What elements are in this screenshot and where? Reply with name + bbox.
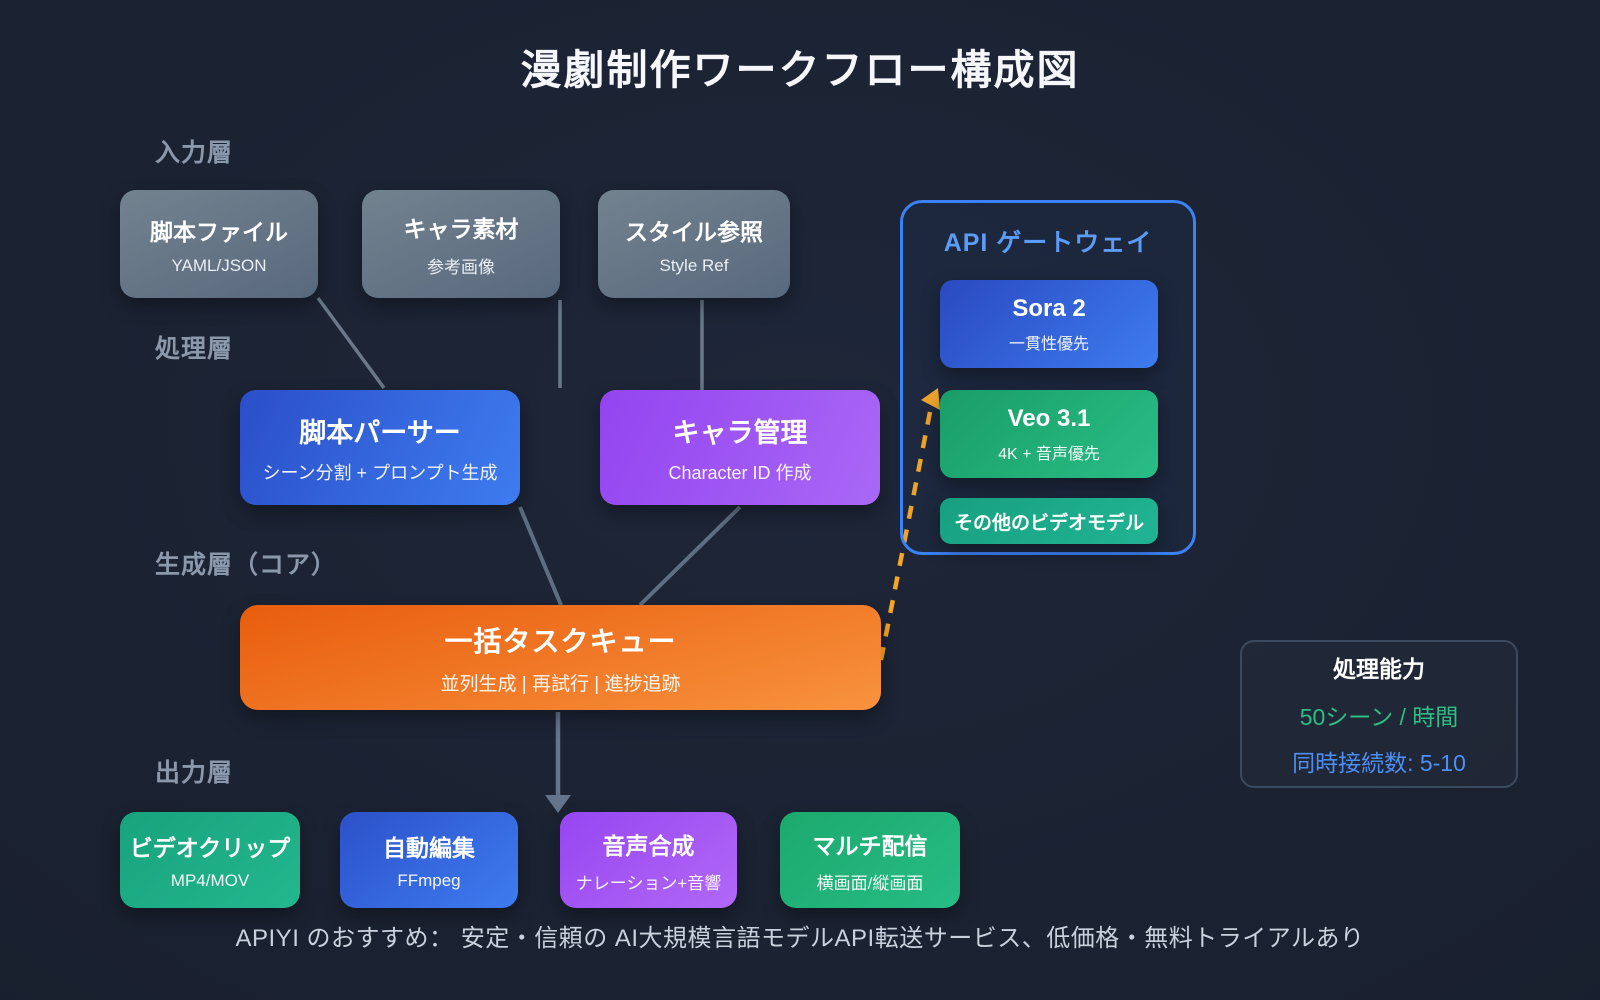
node-auto-edit: 自動編集 FFmpeg (340, 812, 518, 908)
node-subtitle: 参考画像 (427, 258, 495, 277)
node-model-other: その他のビデオモデル (940, 498, 1158, 544)
node-subtitle: ナレーション+音響 (575, 873, 722, 893)
model-name: Sora 2 (1012, 294, 1086, 322)
node-character-assets: キャラ素材 参考画像 (362, 190, 560, 298)
model-name: その他のビデオモデル (953, 512, 1144, 534)
node-subtitle: FFmpeg (397, 871, 461, 890)
node-subtitle: シーン分割 + プロンプト生成 (262, 462, 498, 483)
node-subtitle: YAML/JSON (171, 255, 267, 275)
model-subtitle: 一貫性優先 (1008, 335, 1089, 353)
arrow-down-icon (545, 795, 571, 813)
layer-label-generation: 生成層（コア） (155, 551, 338, 579)
node-title: 一括タスクキュー (444, 625, 677, 657)
node-title: 音声合成 (602, 832, 695, 859)
node-title: 脚本パーサー (299, 417, 461, 448)
node-task-queue: 一括タスクキュー 並列生成 | 再試行 | 進捗追跡 (240, 605, 881, 710)
node-title: 自動編集 (383, 835, 475, 861)
node-subtitle: MP4/MOV (170, 871, 250, 890)
node-subtitle: 並列生成 | 再試行 | 進捗追跡 (440, 673, 681, 695)
node-script-parser: 脚本パーサー シーン分割 + プロンプト生成 (240, 390, 520, 505)
capacity-throughput: 50シーン / 時間 (1299, 704, 1459, 730)
node-character-manager: キャラ管理 Character ID 作成 (600, 390, 880, 505)
capacity-title: 処理能力 (1333, 656, 1425, 682)
layer-label-processing: 処理層 (155, 335, 234, 363)
node-title: マルチ配信 (812, 832, 928, 859)
node-subtitle: Style Ref (659, 255, 729, 275)
node-subtitle: 横画面/縦画面 (816, 873, 924, 893)
node-subtitle: Character ID 作成 (668, 462, 812, 483)
capacity-panel: 処理能力 50シーン / 時間 同時接続数: 5-10 (1240, 640, 1518, 788)
node-title: スタイル参照 (625, 218, 763, 245)
node-multi-distribution: マルチ配信 横画面/縦画面 (780, 812, 960, 908)
page-title: 漫劇制作ワークフロー構成図 (520, 47, 1080, 93)
layer-label-output: 出力層 (155, 759, 234, 787)
connector-parser-to-queue (518, 506, 563, 606)
api-gateway-panel: API ゲートウェイ (900, 200, 1196, 555)
connector-script-to-parser (316, 296, 386, 390)
footer-note: APIYI のおすすめ： 安定・信頼の AI大規模言語モデルAPI転送サービス、… (235, 925, 1365, 952)
node-title: ビデオクリップ (129, 835, 291, 861)
node-style-reference: スタイル参照 Style Ref (598, 190, 790, 298)
node-voice-synthesis: 音声合成 ナレーション+音響 (560, 812, 737, 908)
node-title: キャラ素材 (403, 216, 519, 242)
node-model-veo31: Veo 3.1 4K + 音声優先 (940, 390, 1158, 478)
model-subtitle: 4K + 音声優先 (998, 445, 1100, 463)
node-title: 脚本ファイル (150, 218, 288, 245)
node-title: キャラ管理 (672, 417, 808, 448)
capacity-concurrency: 同時接続数: 5-10 (1292, 750, 1466, 776)
layer-label-input: 入力層 (155, 139, 234, 167)
node-script-file: 脚本ファイル YAML/JSON (120, 190, 318, 298)
api-gateway-title: API ゲートウェイ (943, 229, 1153, 257)
node-model-sora2: Sora 2 一貫性優先 (940, 280, 1158, 368)
connector-charmgr-to-queue (638, 505, 742, 607)
model-name: Veo 3.1 (1007, 404, 1091, 432)
node-video-clips: ビデオクリップ MP4/MOV (120, 812, 300, 908)
